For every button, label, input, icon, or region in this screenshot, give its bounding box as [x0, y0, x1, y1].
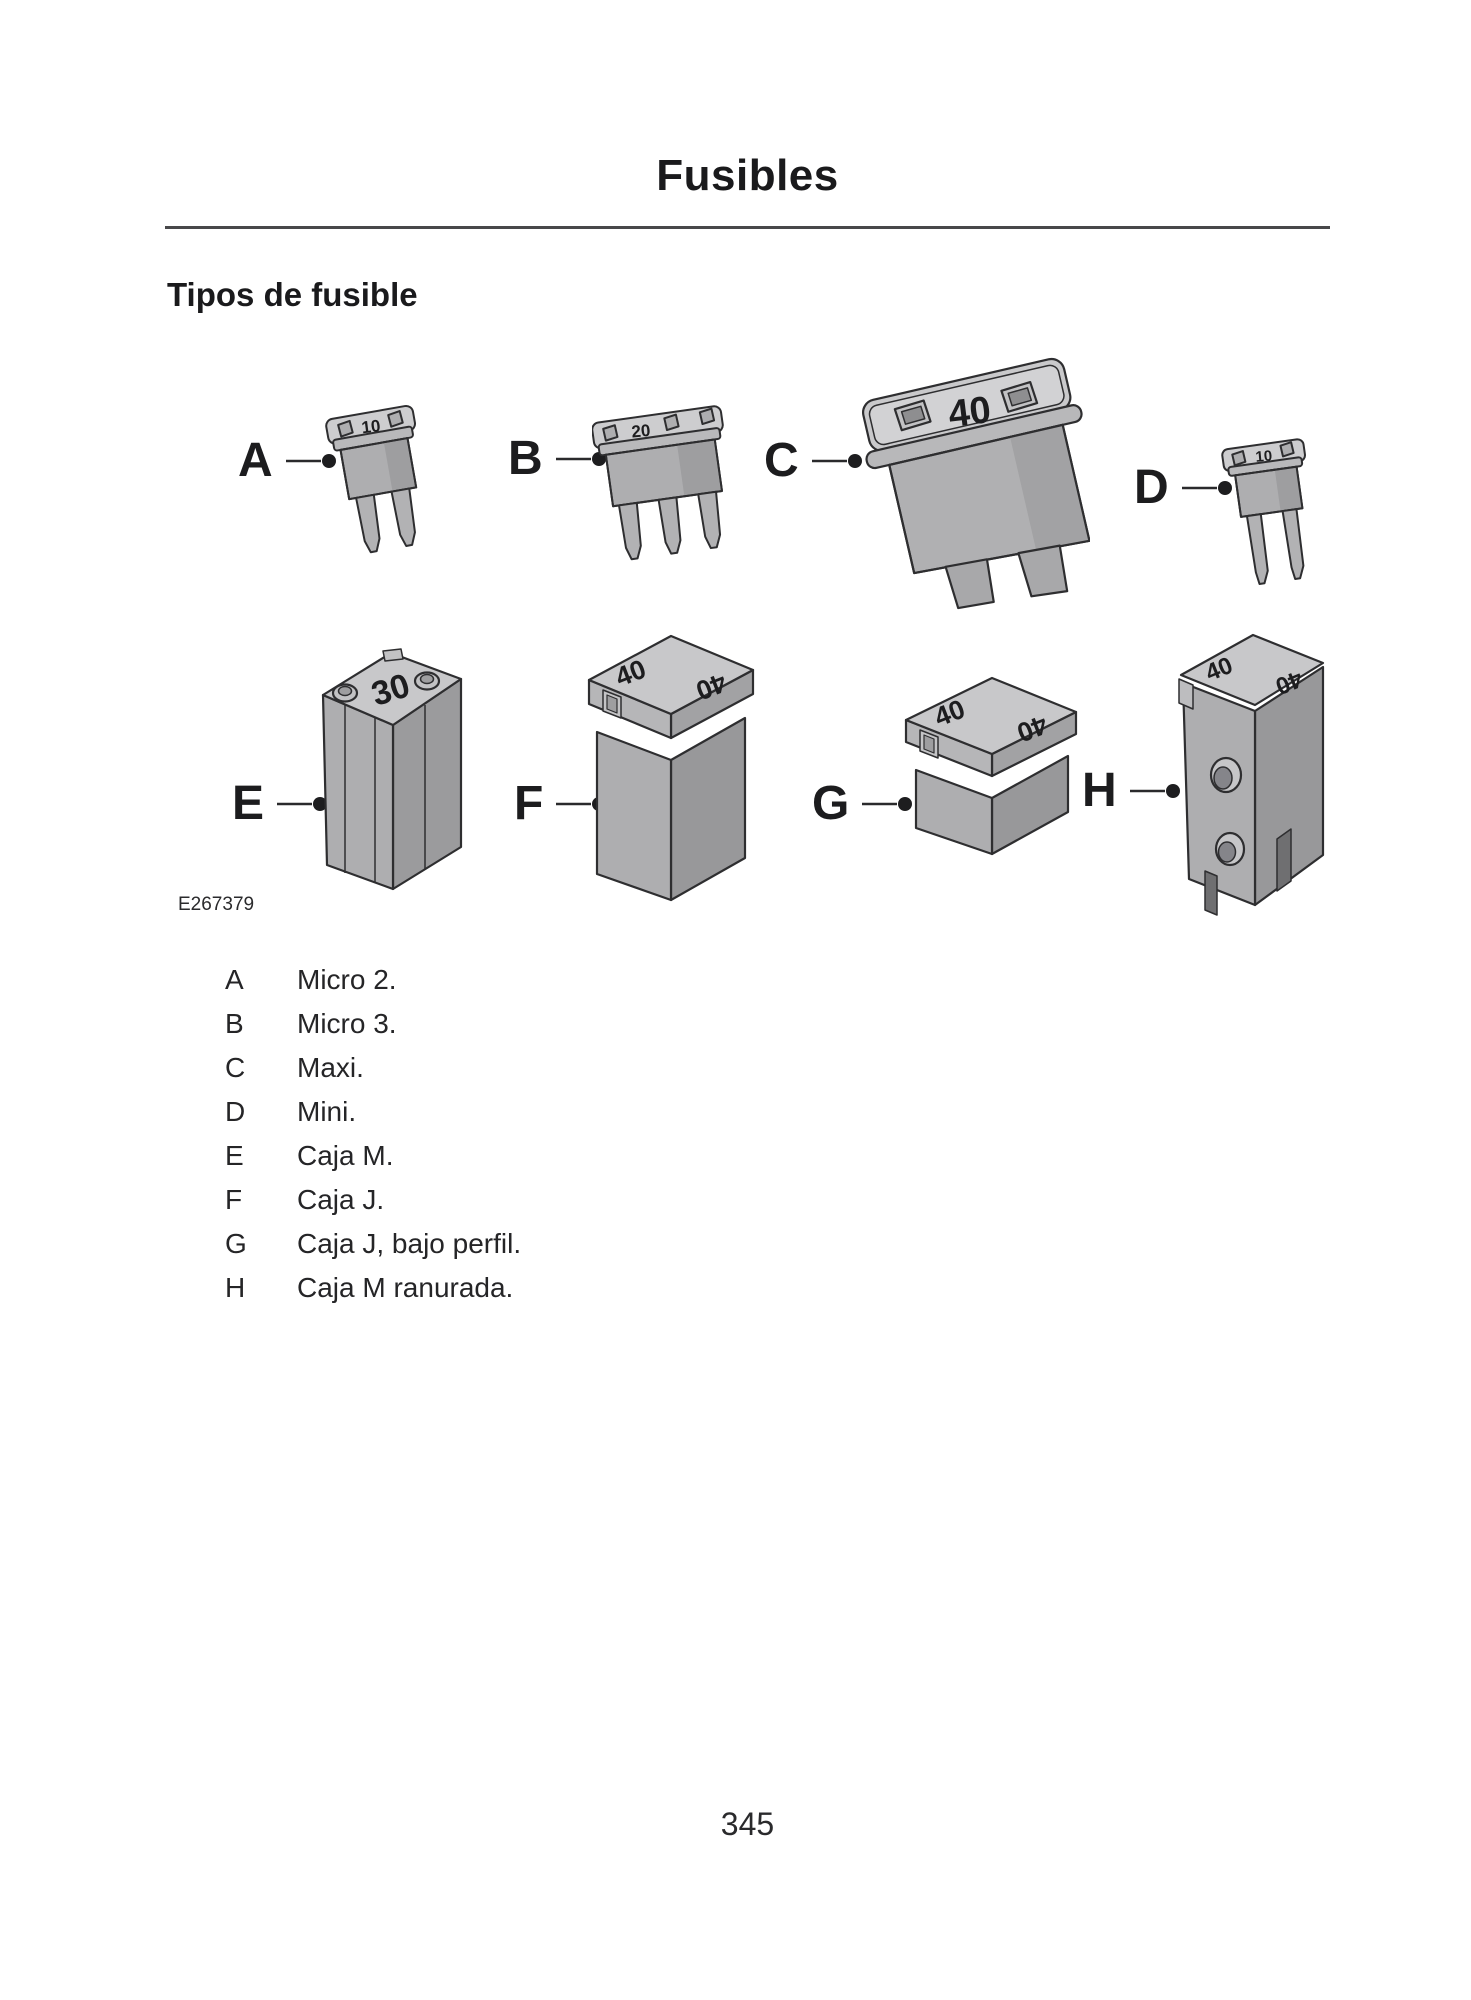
fuse-h-caja-m-slotted-illustration: 40 40: [1178, 633, 1325, 916]
callout-h: H: [1082, 767, 1181, 815]
fuse-d-marking: 10: [1255, 447, 1273, 465]
legend-row-b: B Micro 3.: [225, 1002, 521, 1046]
leader-arrow-icon: [862, 797, 913, 811]
legend-label: Mini.: [297, 1096, 357, 1127]
legend-key: D: [225, 1096, 246, 1127]
fuse-a-micro2-illustration: 10: [325, 404, 418, 554]
legend-label: Maxi.: [297, 1052, 364, 1083]
figure-id: E267379: [178, 894, 255, 915]
fuse-c-maxi-illustration: 40: [862, 357, 1090, 610]
fuse-type-legend: A Micro 2. B Micro 3. C Maxi. D Mini. E …: [225, 958, 521, 1310]
legend-label: Caja M.: [297, 1140, 394, 1171]
callout-e: E: [232, 780, 328, 828]
legend-key: C: [225, 1052, 246, 1083]
callout-d: D: [1134, 464, 1233, 512]
callout-letter-g: G: [812, 777, 850, 830]
legend-label: Micro 2.: [297, 964, 397, 995]
legend-label: Caja M ranurada.: [297, 1272, 514, 1303]
callout-letter-a: A: [238, 434, 273, 487]
legend-row-h: H Caja M ranurada.: [225, 1266, 521, 1310]
fuse-b-marking: 20: [631, 421, 652, 442]
callout-letter-e: E: [232, 777, 265, 830]
leader-arrow-icon: [811, 454, 862, 468]
legend-key: B: [225, 1008, 244, 1039]
leader-arrow-icon: [285, 454, 336, 468]
legend-key: H: [225, 1272, 246, 1303]
legend-row-a: A Micro 2.: [225, 958, 521, 1002]
fuse-g-caja-j-low-illustration: 40 40: [904, 676, 1078, 856]
legend-row-d: D Mini.: [225, 1090, 521, 1134]
legend-row-g: G Caja J, bajo perfil.: [225, 1222, 521, 1266]
page-title: Fusibles: [656, 151, 839, 200]
fuse-a-marking: 10: [360, 416, 381, 437]
callout-c: C: [764, 437, 863, 485]
callout-letter-d: D: [1134, 461, 1169, 514]
leader-arrow-icon: [1129, 784, 1180, 798]
legend-row-c: C Maxi.: [225, 1046, 521, 1090]
callout-b: B: [508, 435, 607, 483]
fuse-b-micro3-illustration: 20: [592, 405, 724, 561]
fuse-f-caja-j-illustration: 40 40: [587, 634, 755, 902]
title-divider: [165, 226, 1330, 229]
legend-label: Caja J.: [297, 1184, 385, 1215]
callout-f: F: [514, 780, 607, 828]
section-heading: Tipos de fusible: [167, 276, 418, 313]
callout-letter-c: C: [764, 434, 799, 487]
leader-arrow-icon: [277, 797, 328, 811]
legend-label: Micro 3.: [297, 1008, 397, 1039]
callout-letter-b: B: [508, 432, 543, 485]
legend-row-e: E Caja M.: [225, 1134, 521, 1178]
leader-arrow-icon: [1181, 481, 1232, 495]
legend-label: Caja J, bajo perfil.: [297, 1228, 522, 1259]
fuse-e-caja-m-illustration: 30: [321, 648, 463, 891]
fuse-d-mini-illustration: 10: [1221, 438, 1306, 585]
callout-g: G: [812, 780, 913, 828]
legend-row-f: F Caja J.: [225, 1178, 521, 1222]
callout-letter-h: H: [1082, 764, 1117, 817]
callout-a: A: [238, 437, 337, 485]
legend-key: E: [225, 1140, 244, 1171]
legend-key: A: [225, 964, 244, 995]
callout-letter-f: F: [514, 777, 544, 830]
legend-key: F: [225, 1184, 243, 1215]
page-number: 345: [720, 1806, 775, 1842]
legend-key: G: [225, 1228, 247, 1259]
